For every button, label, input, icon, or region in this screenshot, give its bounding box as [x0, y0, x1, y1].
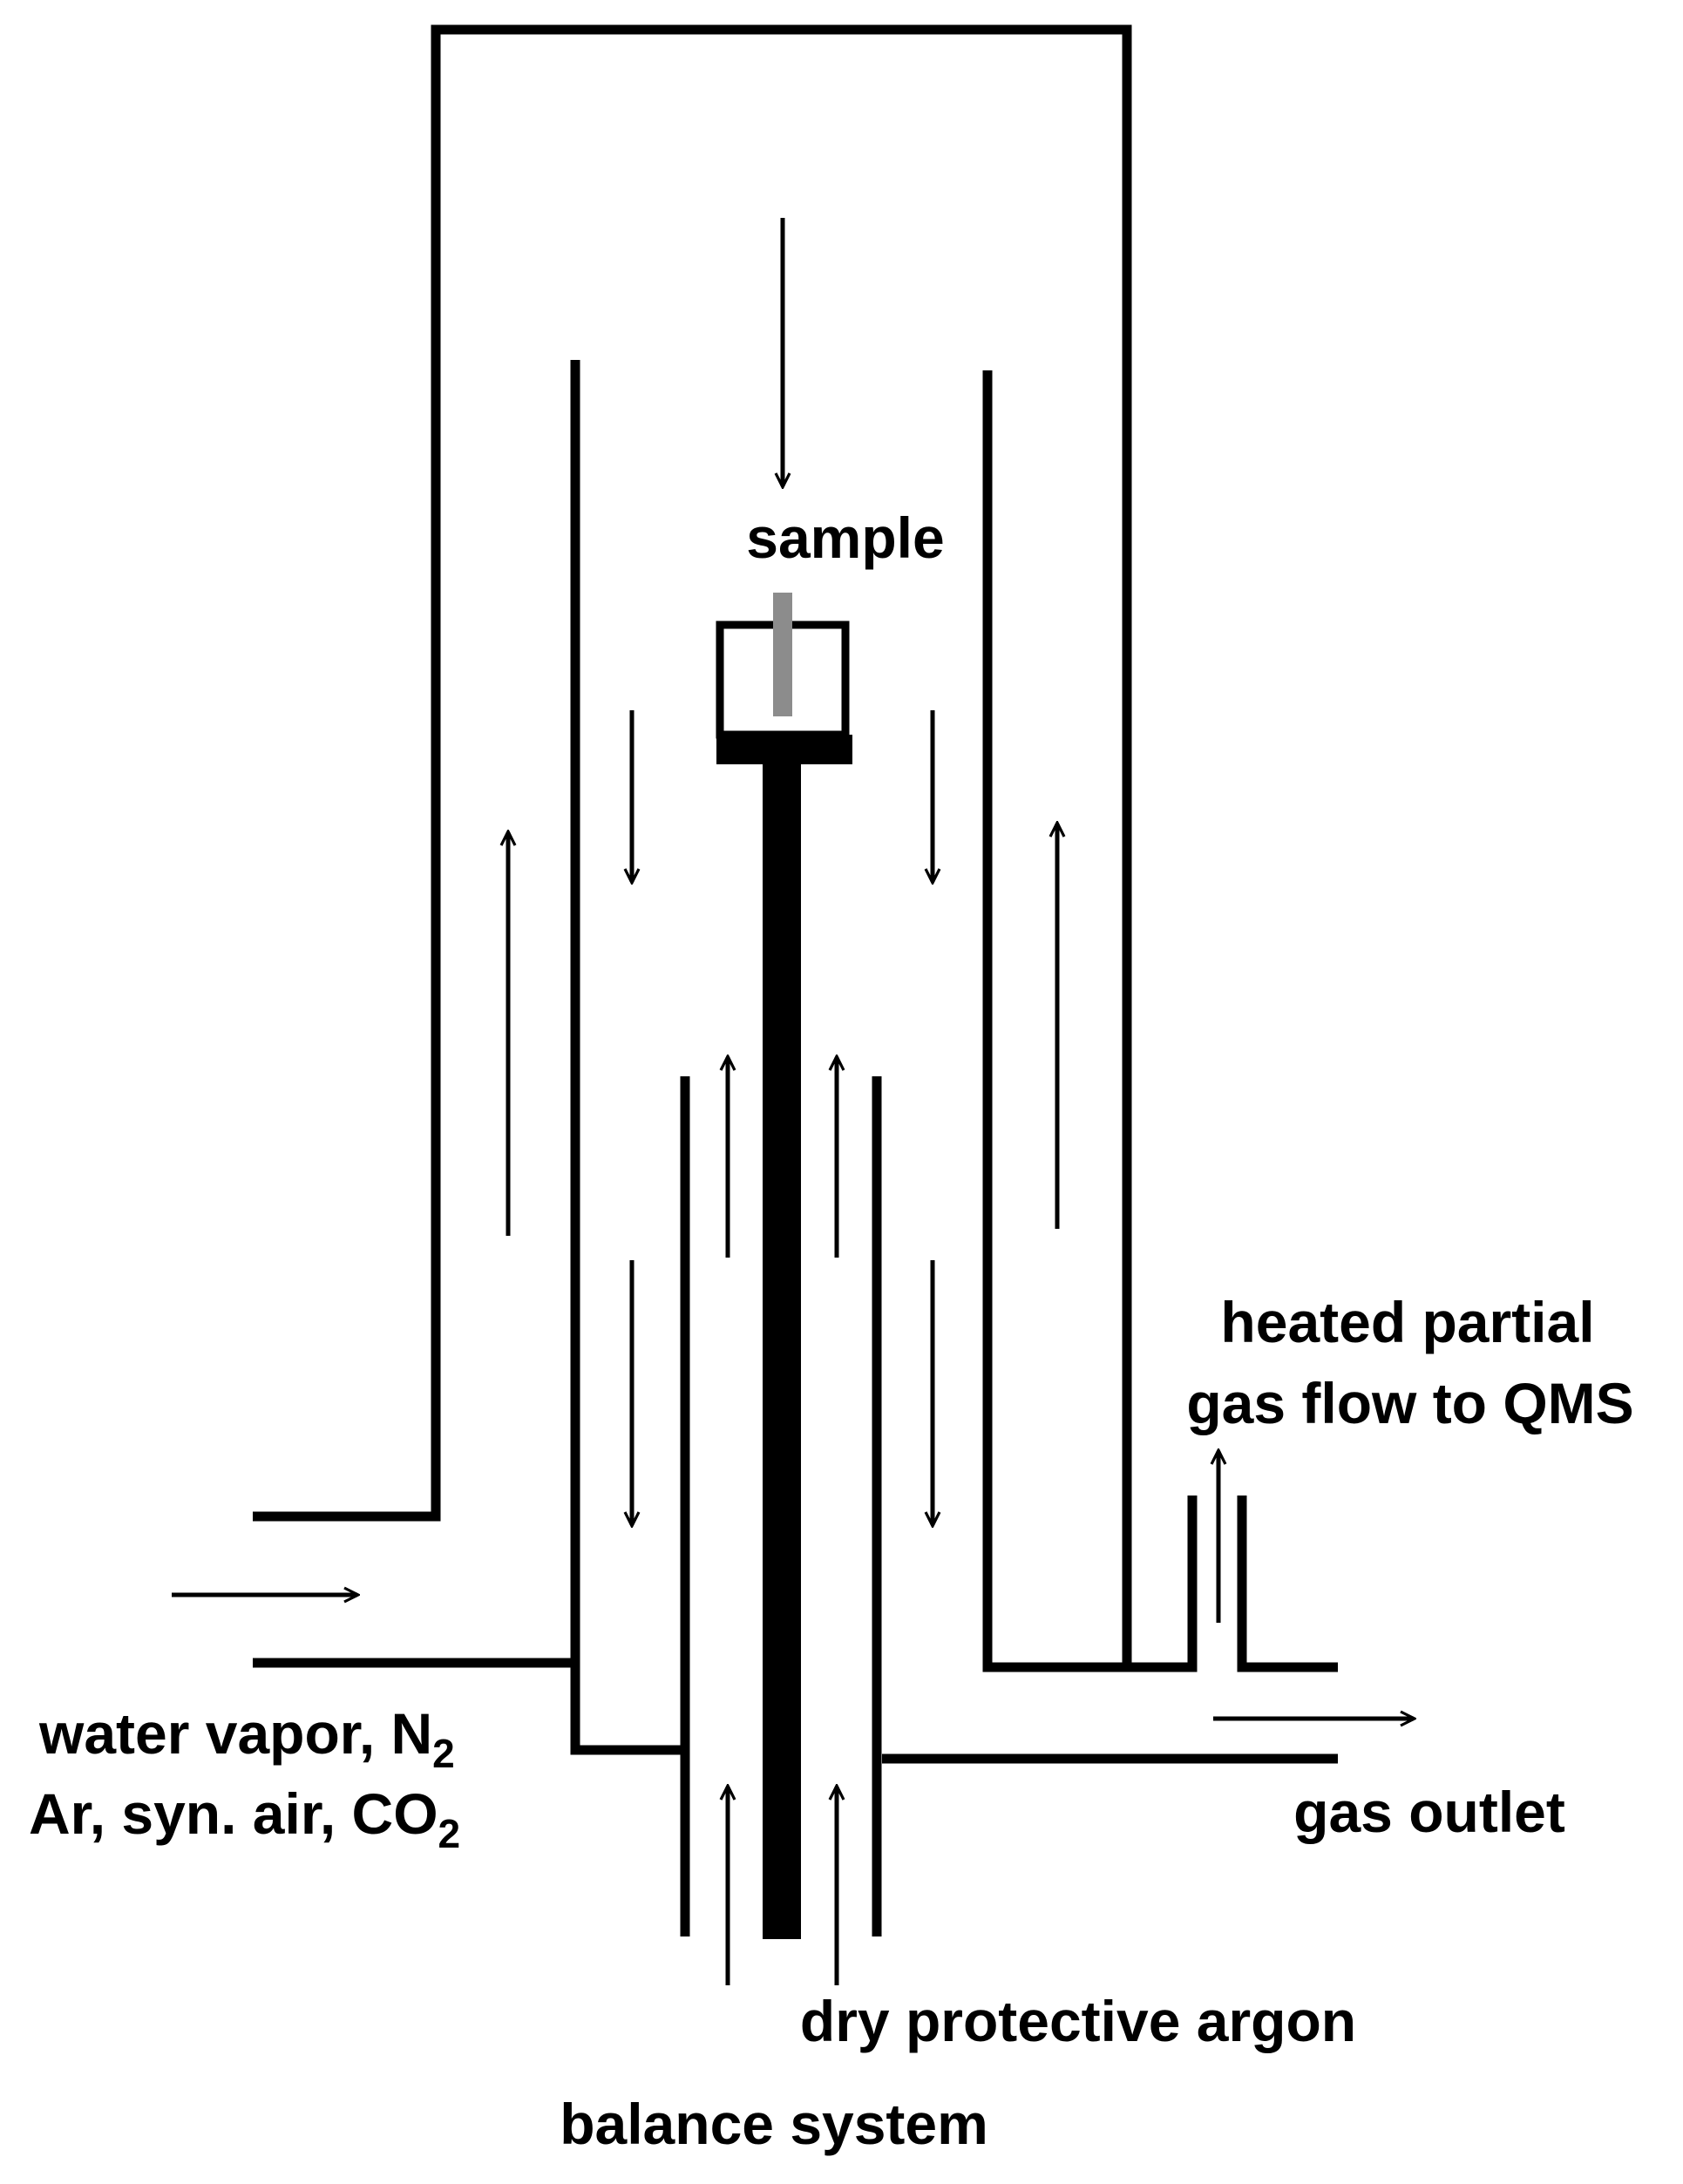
- label-sample: sample: [746, 505, 944, 570]
- inner-left-wall: [570, 360, 684, 1755]
- label-water-vapor-n: water vapor, N: [38, 1701, 432, 1766]
- label-inlet-gases-line2: Ar, syn. air, CO2: [29, 1781, 460, 1856]
- label-heated-partial: heated partial: [1220, 1290, 1594, 1354]
- crucible-holder: [716, 735, 852, 764]
- qms-capillary-right: [1237, 1496, 1338, 1672]
- inner-right-wall: [982, 370, 1198, 1672]
- label-gas-flow-to-qms: gas flow to QMS: [1186, 1371, 1633, 1435]
- label-dry-protective-argon: dry protective argon: [800, 1989, 1356, 2053]
- label-co2-subscript: 2: [438, 1811, 461, 1856]
- label-balance-system: balance system: [560, 2092, 988, 2156]
- label-gas-outlet: gas outlet: [1293, 1780, 1565, 1844]
- outer-housing: [253, 24, 1132, 1663]
- label-inlet-gases-line1: water vapor, N2: [38, 1701, 455, 1776]
- label-n2-subscript: 2: [432, 1731, 455, 1776]
- balance-rod: [763, 764, 801, 1939]
- label-ar-syn-air-co: Ar, syn. air, CO: [29, 1781, 438, 1846]
